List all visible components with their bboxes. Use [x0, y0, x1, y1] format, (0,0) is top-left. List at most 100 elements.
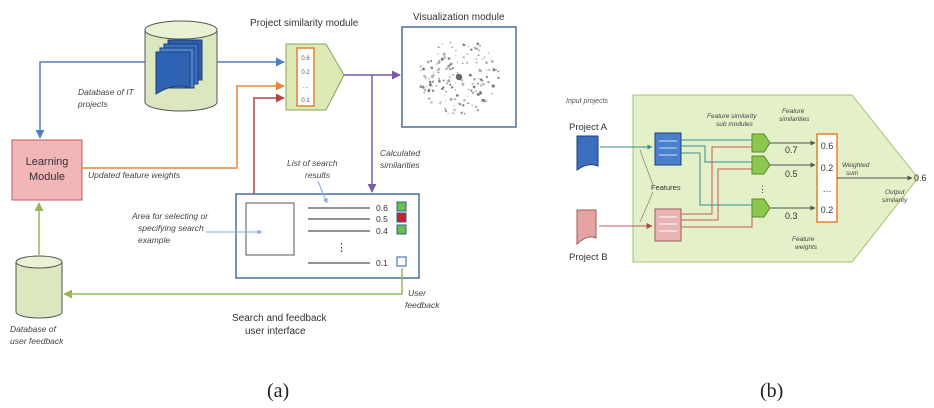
- cloud-point: [454, 55, 456, 57]
- cloud-point: [455, 49, 457, 52]
- sub-module-3: [751, 198, 771, 218]
- cloud-point: [487, 51, 490, 54]
- sub-module-2: [751, 155, 771, 175]
- submodules-label-2: sub modules: [716, 121, 754, 128]
- cloud-point: [470, 48, 473, 51]
- cloud-point: [431, 80, 434, 83]
- cloud-point: [422, 67, 425, 71]
- cloud-point: [432, 72, 435, 74]
- cloud-point: [419, 65, 422, 68]
- cloud-point: [460, 111, 463, 114]
- weight-1: 0.6: [821, 141, 834, 151]
- sim-value-4: 0.1: [301, 98, 310, 104]
- cloud-point: [424, 89, 426, 91]
- cloud-point: [476, 82, 480, 85]
- cloud-point: [446, 82, 449, 85]
- similarity-module-title: Project similarity module: [250, 18, 359, 29]
- feedback-checkbox[interactable]: [396, 212, 407, 223]
- cloud-point: [463, 99, 466, 102]
- cloud-point: [463, 112, 466, 115]
- cloud-point: [485, 76, 488, 78]
- cloud-point: [436, 69, 438, 72]
- cloud-point: [451, 112, 454, 115]
- cloud-point: [428, 78, 430, 80]
- cloud-point: [451, 67, 454, 70]
- cloud-point: [431, 85, 433, 87]
- cloud-point: [456, 61, 458, 63]
- cloud-point: [457, 102, 459, 104]
- feature-similarities-label-1: Feature: [782, 108, 805, 115]
- learning-module: Learning Module: [11, 139, 83, 201]
- cloud-point: [450, 86, 454, 89]
- document-stack-icon: [155, 39, 203, 95]
- project-b-label: Project B: [569, 252, 608, 263]
- submodule-ellipsis: ⋮: [758, 184, 767, 194]
- cloud-point: [422, 86, 425, 89]
- feedback-checkbox[interactable]: [396, 256, 407, 267]
- cloud-point: [426, 60, 430, 64]
- sim-value-2: 0.2: [301, 70, 310, 76]
- visualization-module-title: Visualization module: [413, 12, 505, 23]
- cloud-point: [488, 69, 491, 71]
- cloud-point: [442, 79, 445, 82]
- cloud-point: [430, 66, 434, 70]
- cloud-point: [427, 89, 431, 93]
- search-list-label-1: List of search: [287, 158, 338, 168]
- cloud-point: [423, 74, 426, 78]
- cloud-point: [437, 46, 440, 49]
- cloud-point: [462, 43, 465, 46]
- cloud-point: [449, 76, 451, 79]
- cloud-point: [443, 56, 446, 59]
- search-example-area: [245, 202, 295, 256]
- results-ellipsis: ⋮: [336, 242, 347, 254]
- cloud-point: [472, 85, 476, 89]
- result-value-3: 0.4: [376, 226, 388, 236]
- cloud-point: [439, 61, 441, 63]
- cloud-point: [475, 57, 478, 60]
- cloud-point: [425, 85, 428, 88]
- cloud-point: [431, 89, 435, 92]
- feedback-checkbox[interactable]: [396, 201, 407, 212]
- cloud-point: [442, 86, 445, 89]
- result-value-4: 0.1: [376, 258, 388, 268]
- cloud-point: [440, 57, 444, 61]
- features-a-doc-icon: [654, 132, 682, 166]
- cloud-point: [462, 104, 465, 107]
- area-label-1: Area for selecting or: [131, 211, 209, 221]
- cloud-point: [480, 99, 483, 103]
- cloud-point: [455, 81, 457, 84]
- cloud-point: [438, 59, 441, 62]
- db-it-label-2: projects: [77, 99, 109, 109]
- cloud-point: [438, 79, 441, 83]
- db-feedback-label-2: user feedback: [10, 336, 64, 346]
- cloud-point: [467, 95, 469, 97]
- cloud-point: [430, 59, 433, 63]
- db-it-label-1: Database of IT: [78, 87, 135, 97]
- cloud-point: [490, 60, 494, 63]
- cloud-point: [449, 97, 453, 101]
- ui-label-1: Search and feedback: [232, 313, 328, 324]
- learning-module-label-2: Module: [29, 171, 65, 183]
- cloud-point: [444, 109, 448, 113]
- cloud-point: [449, 63, 452, 66]
- cloud-point: [471, 104, 473, 106]
- cloud-point: [467, 88, 470, 91]
- cloud-point: [447, 64, 451, 68]
- database-user-feedback: [15, 255, 63, 319]
- cloud-point: [435, 63, 437, 65]
- cloud-point: [473, 78, 476, 81]
- arrow-feedback-to-db: [63, 268, 403, 299]
- cloud-point: [480, 83, 483, 85]
- cloud-point: [492, 68, 496, 72]
- cloud-point: [474, 90, 477, 93]
- calculated-label-1: Calculated: [380, 148, 420, 158]
- cloud-point: [438, 102, 442, 105]
- cloud-point: [453, 108, 456, 112]
- user-feedback-label-2: feedback: [405, 300, 440, 310]
- feature-similarity-2: 0.5: [785, 169, 798, 179]
- cloud-point: [476, 92, 480, 96]
- feedback-checkbox[interactable]: [396, 224, 407, 235]
- cloud-point: [462, 62, 464, 65]
- result-value-1: 0.6: [376, 203, 388, 213]
